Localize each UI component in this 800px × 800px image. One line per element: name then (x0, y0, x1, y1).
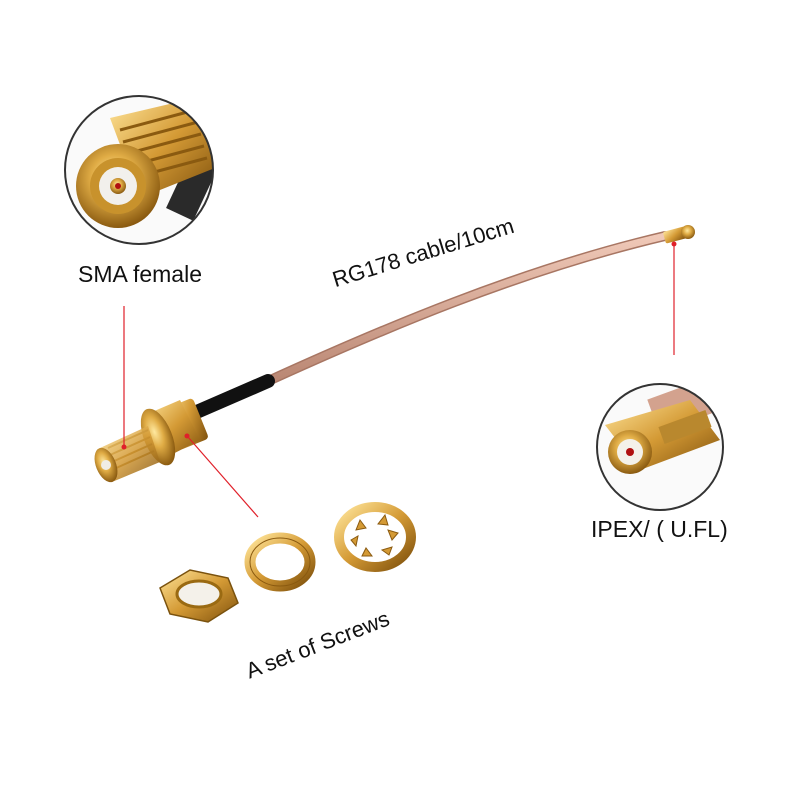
screws-pointer-line (187, 436, 259, 518)
screws-set (159, 502, 416, 623)
pointer-lines (121, 241, 677, 518)
rg178-cable (185, 231, 670, 421)
sma-female-label: SMA female (78, 261, 202, 287)
sma-connector (94, 398, 208, 483)
ipex-label: IPEX/ ( U.FL) (591, 516, 728, 542)
ipex-zoom-circle (596, 383, 724, 511)
sma-zoom-circle (64, 95, 214, 245)
ipex-connector (663, 225, 695, 244)
